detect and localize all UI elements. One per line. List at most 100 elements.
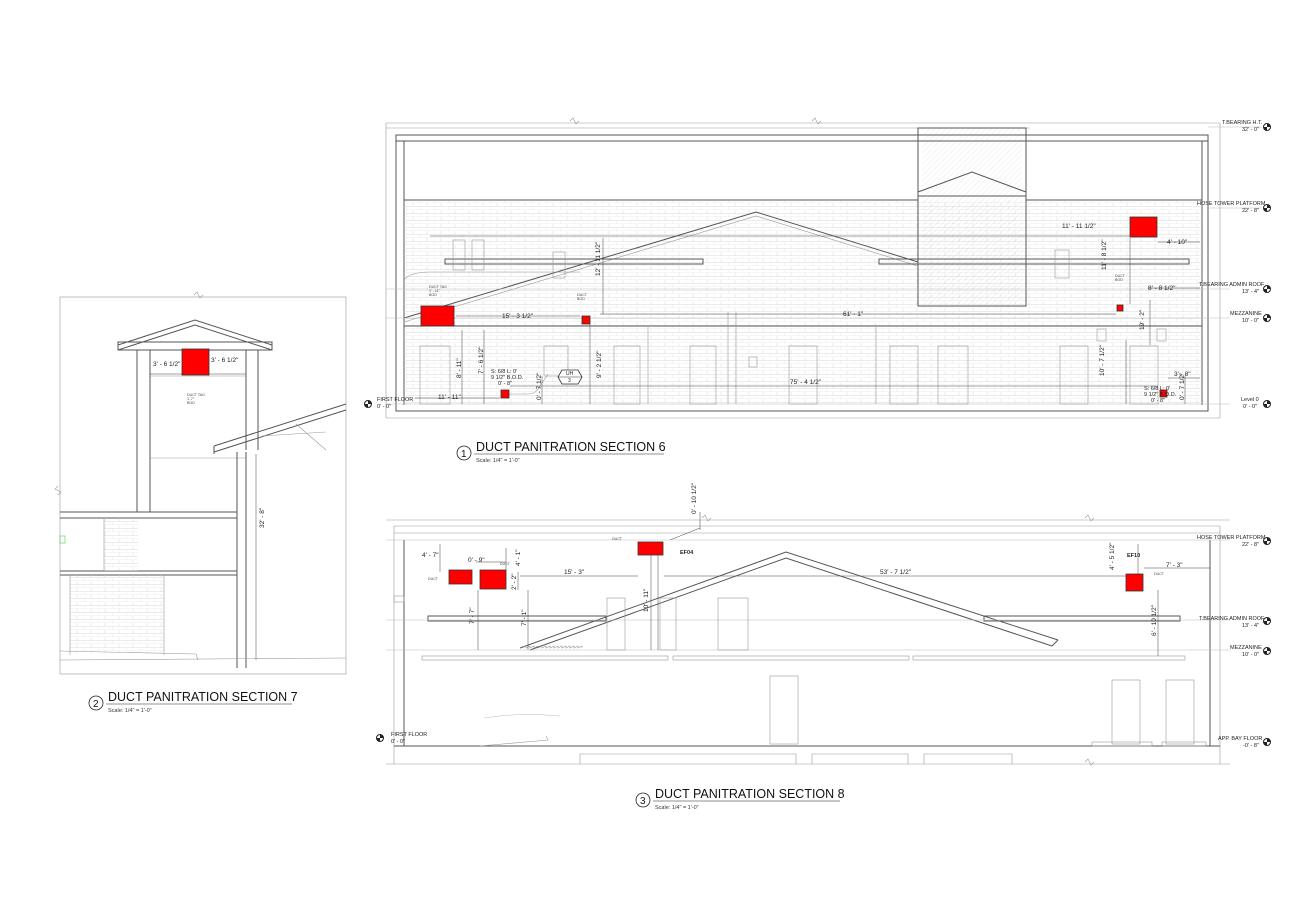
section-number: 3 [640,796,646,807]
duct-note: 9 1/2" B.O.D. [491,375,524,381]
section-scale: Scale: 1/4" = 1'-0" [108,708,152,714]
dimension: 0' - 10 1/2" [691,482,698,514]
dimension: 53' - 7 1/2" [880,569,912,576]
dimension: 4' - 7" [422,552,439,559]
level-name: T.BEARING ADMIN ROOF [1199,282,1265,288]
section-3-annotations: HOSE TOWER PLATFORM 22' - 8" T.BEARING A… [391,482,1266,749]
dimension: 3' - 8" [1174,371,1191,378]
duct-note: 0' - 8" [498,381,512,387]
dimension: 10' - 7 1/2" [1099,344,1106,376]
dimension: 7' - 3" [1166,562,1183,569]
level-name: Level 0 [1241,397,1259,403]
section-3-title-block: 3 DUCT PANITRATION SECTION 8 Scale: 1/4"… [635,787,845,811]
section-number: 1 [461,449,467,460]
dimension: 11' - 8 1/2" [1101,239,1108,270]
level-name: HOSE TOWER PLATFORM [1197,535,1266,541]
duct-note: S: 6/8 L: 0' [1144,386,1170,392]
level-elev: -0' - 8" [1243,743,1259,749]
dimension: 4' - 10" [1167,239,1188,246]
section-scale: Scale: 1/4" = 1'-0" [476,458,520,464]
dimension: 0' - 9" [468,557,485,564]
dimension: 7' - 6 1/2" [478,346,485,374]
dimension: 0' - 7 1/2" [536,372,543,400]
svg-text:BOD: BOD [577,297,585,301]
dimension: 9' - 2 1/2" [596,350,603,378]
svg-text:DUCT: DUCT [1115,274,1126,278]
svg-text:DUCT TAG: DUCT TAG [429,285,447,289]
svg-text:DUCT: DUCT [428,577,439,581]
level-name: HOSE TOWER PLATFORM [1197,201,1266,207]
level-name: FIRST FLOOR [391,732,427,738]
section-3-drawing: DUCT DUCT DUCT DUCT [376,512,1271,766]
level-elev: 13' - 4" [1242,623,1259,629]
dimension: 2' - 2" [511,573,518,590]
section-1-drawing: DUCT TAG 1' - 11" BOD DUCT BOD DUCT BOD [364,117,1271,419]
ef-tag: EF04 [680,550,694,556]
duct-note: 9 1/2" B.O.D. [1144,392,1177,398]
level-markers [376,537,1271,746]
dimension: 10' - 11" [643,588,650,612]
section-2-drawing: DUCT TAG 1'-7" BOD [54,291,347,675]
level-elev: 0' - 0" [377,404,391,410]
svg-text:BOD: BOD [1115,278,1123,282]
section-number: 2 [93,699,99,710]
level-elev: 0' - 0" [1243,404,1257,410]
svg-text:BOD: BOD [429,293,437,297]
level-elev: 22' - 8" [1242,208,1259,214]
dimension: 7' - 1" [521,609,528,626]
level-elev: 22' - 8" [1242,542,1259,548]
dimension: 7' - 7" [469,607,476,624]
svg-text:DUCT TAG: DUCT TAG [187,393,205,397]
dimension: 8' - 8 1/2" [1148,285,1176,292]
section-title: DUCT PANITRATION SECTION 7 [108,690,298,704]
dimension: 11' - 11" [438,394,462,401]
dimension: 4' - 5 1/2" [1109,542,1116,570]
svg-text:DUCT: DUCT [1154,572,1165,576]
level-name: APP. BAY FLOOR [1218,736,1262,742]
svg-text:DUCT: DUCT [500,562,511,566]
dimension: 0' - 7 1/2" [1179,372,1186,400]
level-name: T.BEARING ADMIN ROOF [1199,616,1265,622]
level-name: T.BEARING H.T. [1222,120,1263,126]
dimension: 4' - 1" [515,549,522,566]
level-elev: 10' - 0" [1242,318,1259,324]
section-title: DUCT PANITRATION SECTION 8 [655,787,845,801]
uh-tag [557,369,583,385]
section-title: DUCT PANITRATION SECTION 6 [476,440,666,454]
level-markers [364,123,1271,408]
section-1-title-block: 1 DUCT PANITRATION SECTION 6 Scale: 1/4"… [456,440,666,464]
level-elev: 10' - 0" [1242,652,1259,658]
section-2-title-block: 2 DUCT PANITRATION SECTION 7 Scale: 1/4"… [88,690,298,714]
svg-text:DUCT: DUCT [577,293,588,297]
section-1-annotations: T.BEARING H.T. 32' - 0" HOSE TOWER PLATF… [377,120,1266,410]
dimension: 61' - 1" [843,311,864,318]
section-scale: Scale: 1/4" = 1'-0" [655,805,699,811]
dimension: 15' - 3 1/2" [502,313,534,320]
level-elev: 32' - 0" [1242,127,1259,133]
svg-text:BOD: BOD [187,401,195,405]
dimension: 8' - 11" [456,358,463,378]
uh-tag-top: UH [566,371,574,377]
dimension: 15' - 3" [564,569,585,576]
uh-tag-bottom: 3 [568,378,571,384]
svg-text:1' - 11": 1' - 11" [429,289,441,293]
ef-tag: EF10 [1127,553,1140,559]
dimension: 11' - 11 1/2" [1062,223,1096,230]
section-2-annotations: 3' - 6 1/2" 3' - 6 1/2" 32' - 8" [153,357,266,528]
svg-text:1'-7": 1'-7" [187,397,195,401]
duct-note: 0' - 8" [1151,398,1165,404]
dimension: 6' - 10 1/2" [1151,604,1158,636]
dimension: 75' - 4 1/2" [790,379,822,386]
dimension: 19' - 2" [1139,309,1146,330]
svg-text:DUCT: DUCT [612,537,623,541]
level-elev: 0' - 0" [391,739,405,745]
level-name: MEZZANINE [1230,645,1262,651]
duct-note: S: 6/8 L: 0' [491,369,517,375]
dimension: 3' - 6 1/2" [211,357,239,364]
dimension: 32' - 8" [259,507,266,528]
level-elev: 13' - 4" [1242,289,1259,295]
level-name: MEZZANINE [1230,311,1262,317]
dimension: 3' - 6 1/2" [153,361,181,368]
level-name: FIRST FLOOR [377,397,413,403]
